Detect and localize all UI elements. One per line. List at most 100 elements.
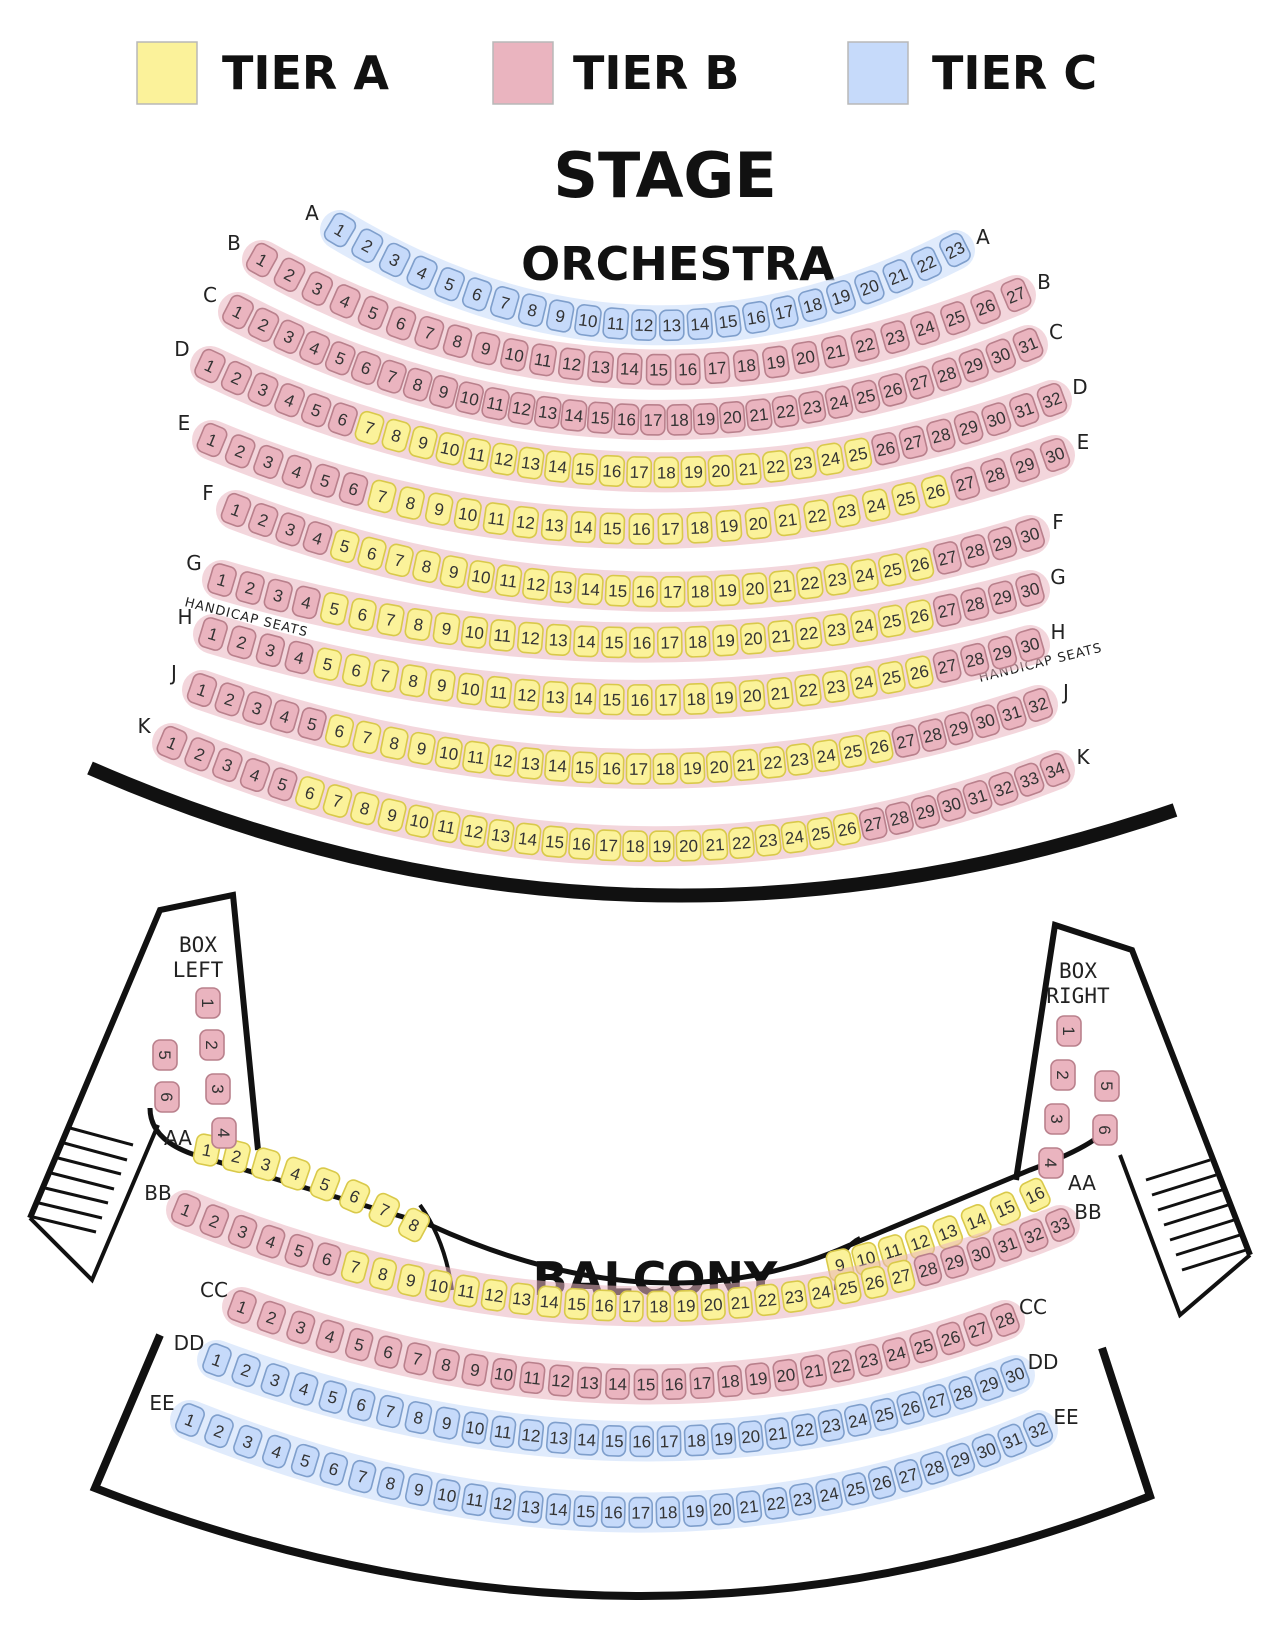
seat-F-10[interactable]: 10 [467,560,496,594]
seat-C-25[interactable]: 25 [851,379,881,414]
seat-EE-28[interactable]: 28 [919,1450,950,1485]
seat-J-26[interactable]: 26 [865,729,894,764]
seat-J-12[interactable]: 12 [489,744,517,777]
seat-D-6[interactable]: 6 [327,401,359,437]
seat-H-2[interactable]: 2 [226,625,257,660]
seat-EE-24[interactable]: 24 [815,1477,843,1511]
seat-BB-21[interactable]: 21 [727,1286,754,1319]
seat-H-22[interactable]: 22 [794,673,822,707]
seat-DD-5[interactable]: 5 [318,1380,348,1415]
seat-EE-27[interactable]: 27 [893,1458,923,1493]
seat-EE-23[interactable]: 23 [788,1482,817,1516]
seat-H-9[interactable]: 9 [427,668,456,702]
seat-F-16[interactable]: 16 [632,575,659,608]
seat-A-20[interactable]: 20 [853,269,886,305]
seat-AA-8[interactable]: 8 [396,1206,431,1244]
seat-B-5[interactable]: 5 [356,295,389,332]
seat-J-31[interactable]: 31 [996,696,1028,732]
seat-F-1[interactable]: 1 [219,492,252,529]
seat-G-6[interactable]: 6 [348,597,377,632]
seat-DD-6[interactable]: 6 [347,1387,377,1422]
seat-BB-26[interactable]: 26 [860,1265,889,1299]
seat-E-8[interactable]: 8 [396,486,426,520]
seat-EE-25[interactable]: 25 [841,1472,870,1506]
seat-F-7[interactable]: 7 [384,543,414,578]
seat-H-1[interactable]: 1 [197,616,229,652]
seat-G-28[interactable]: 28 [960,587,990,622]
seat-BB-30[interactable]: 30 [965,1236,996,1272]
seat-box-left-2[interactable]: 2 [199,1029,225,1061]
seat-B-20[interactable]: 20 [791,340,820,375]
seat-EE-14[interactable]: 14 [545,1493,572,1526]
seat-K-29[interactable]: 29 [910,794,941,829]
seat-J-13[interactable]: 13 [516,747,544,780]
seat-box-right-1[interactable]: 1 [1056,1015,1082,1047]
seat-E-17[interactable]: 17 [657,512,684,545]
seat-CC-23[interactable]: 23 [854,1343,883,1377]
seat-D-3[interactable]: 3 [246,371,280,408]
seat-D-32[interactable]: 32 [1036,382,1069,418]
seat-B-10[interactable]: 10 [500,338,529,372]
seat-G-12[interactable]: 12 [516,621,544,655]
seat-F-28[interactable]: 28 [959,533,990,568]
seat-DD-30[interactable]: 30 [999,1357,1031,1393]
seat-J-28[interactable]: 28 [917,718,947,753]
seat-H-6[interactable]: 6 [342,653,371,687]
seat-F-9[interactable]: 9 [439,555,468,589]
seat-EE-21[interactable]: 21 [735,1490,763,1523]
seat-H-5[interactable]: 5 [313,647,343,682]
seat-G-15[interactable]: 15 [601,626,628,659]
seat-J-30[interactable]: 30 [970,703,1001,739]
seat-F-5[interactable]: 5 [329,528,360,563]
seat-E-20[interactable]: 20 [744,507,772,540]
seat-D-28[interactable]: 28 [925,418,956,453]
seat-DD-3[interactable]: 3 [260,1362,291,1398]
seat-CC-10[interactable]: 10 [490,1357,518,1391]
seat-EE-15[interactable]: 15 [573,1495,599,1528]
seat-A-15[interactable]: 15 [714,305,742,338]
seat-K-24[interactable]: 24 [780,820,809,854]
seat-CC-22[interactable]: 22 [827,1349,855,1383]
seat-C-1[interactable]: 1 [220,293,255,331]
seat-EE-8[interactable]: 8 [376,1466,405,1501]
seat-G-23[interactable]: 23 [822,613,851,647]
seat-D-27[interactable]: 27 [898,425,928,460]
seat-K-1[interactable]: 1 [155,725,189,762]
seat-EE-30[interactable]: 30 [970,1432,1002,1468]
seat-H-4[interactable]: 4 [284,640,314,675]
seat-A-11[interactable]: 11 [602,307,630,340]
seat-K-23[interactable]: 23 [754,824,782,857]
seat-C-18[interactable]: 18 [666,403,693,436]
seat-C-4[interactable]: 4 [298,330,332,367]
seat-H-14[interactable]: 14 [570,682,597,715]
seat-A-5[interactable]: 5 [433,266,466,303]
seat-box-left-5[interactable]: 5 [152,1039,178,1071]
seat-J-23[interactable]: 23 [785,743,814,776]
seat-DD-24[interactable]: 24 [843,1403,873,1437]
seat-J-29[interactable]: 29 [943,711,974,746]
seat-G-21[interactable]: 21 [767,619,795,653]
seat-G-18[interactable]: 18 [684,625,711,658]
seat-K-26[interactable]: 26 [832,812,862,846]
seat-A-18[interactable]: 18 [797,288,828,323]
seat-D-17[interactable]: 17 [626,456,653,488]
seat-DD-27[interactable]: 27 [922,1383,952,1418]
seat-E-7[interactable]: 7 [367,479,398,514]
seat-A-22[interactable]: 22 [909,245,943,282]
seat-C-23[interactable]: 23 [798,390,827,424]
seat-F-18[interactable]: 18 [686,575,714,608]
seat-CC-21[interactable]: 21 [799,1354,828,1388]
seat-F-15[interactable]: 15 [604,574,631,607]
seat-B-16[interactable]: 16 [674,353,701,386]
seat-BB-33[interactable]: 33 [1044,1207,1077,1243]
seat-K-31[interactable]: 31 [962,779,994,815]
seat-H-23[interactable]: 23 [822,670,850,703]
seat-D-2[interactable]: 2 [219,360,253,397]
seat-CC-2[interactable]: 2 [256,1300,288,1336]
seat-BB-23[interactable]: 23 [780,1280,808,1313]
seat-K-14[interactable]: 14 [514,822,542,856]
seat-DD-15[interactable]: 15 [601,1424,627,1457]
seat-K-28[interactable]: 28 [884,801,914,836]
seat-DD-25[interactable]: 25 [870,1397,899,1432]
seat-DD-20[interactable]: 20 [737,1420,764,1453]
